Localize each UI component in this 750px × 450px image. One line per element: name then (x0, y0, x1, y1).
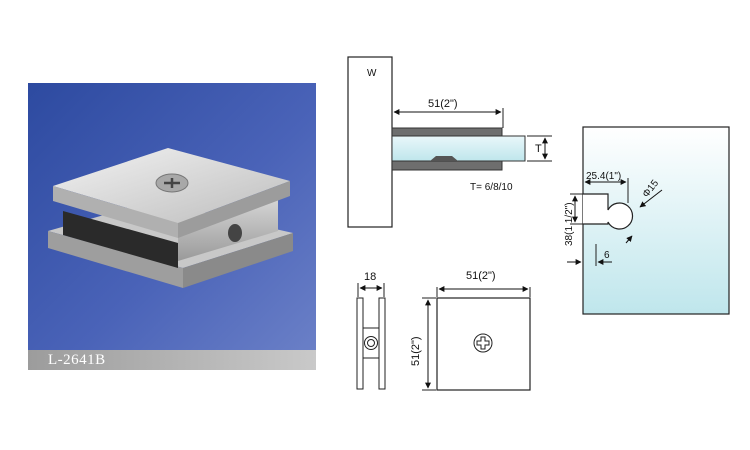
front-plate (436, 297, 531, 391)
wall-label: W (367, 68, 377, 79)
product-photo: L-2641B (28, 83, 316, 370)
side-section-drawing: W 51(2") T T= 6/8/10 (347, 56, 552, 228)
cutout-slot-width-label: 6 (604, 250, 610, 261)
wall (347, 56, 393, 228)
bottom-clamp-plate (391, 160, 503, 171)
cutout-diameter-label: Φ15 (641, 178, 662, 200)
glass-panel (391, 135, 526, 162)
cutout-slot-height-label: 38(1 1/2") (564, 202, 575, 246)
glass-notch (583, 193, 634, 230)
glass-gap (63, 211, 178, 268)
thickness-values: T= 6/8/10 (470, 182, 513, 193)
product-code: L-2641B (48, 352, 106, 368)
glass-cutout-drawing: 25.4(1") Φ15 38(1 1/2") 6 (564, 126, 730, 315)
screw-head-icon (473, 333, 493, 353)
thickness-label: T (535, 143, 542, 155)
glass-sheet (582, 126, 730, 315)
front-width-label: 51(2") (466, 270, 496, 282)
side-plate-right (378, 297, 386, 390)
center-block (178, 195, 278, 261)
glass-clamp-illustration (48, 148, 293, 288)
side-width-label: 18 (364, 271, 376, 283)
cutout-offset-label: 25.4(1") (586, 171, 621, 182)
caption-bar: L-2641B (28, 350, 316, 370)
side-view-drawing: 18 (356, 271, 386, 390)
side-hole-icon (364, 336, 378, 350)
front-view-drawing: 51(2") 51(2") (410, 270, 531, 391)
top-clamp-plate (391, 127, 503, 137)
side-plate-left (356, 297, 364, 390)
depth-label: 51(2") (428, 98, 458, 110)
front-height-label: 51(2") (410, 336, 422, 366)
